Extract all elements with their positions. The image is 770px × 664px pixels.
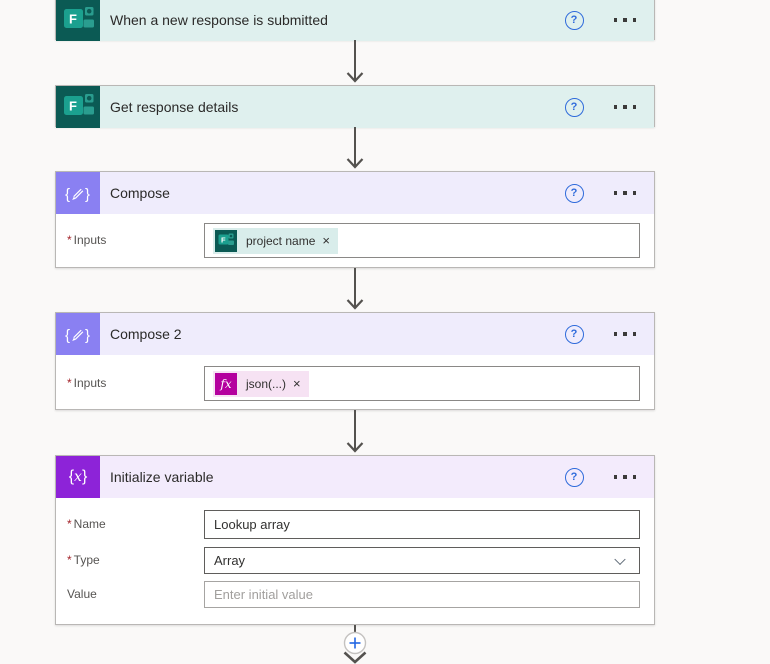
help-icon[interactable]: ? <box>564 97 584 117</box>
more-options-icon[interactable] <box>612 14 639 26</box>
svg-text:{: { <box>65 327 70 344</box>
fx-expression-icon: fx <box>215 372 237 395</box>
card-header[interactable]: F When a new response is submitted ? <box>56 0 654 41</box>
connector-arrow <box>346 40 364 83</box>
card-header[interactable]: { } Compose 2 ? <box>56 313 654 355</box>
help-icon[interactable]: ? <box>564 324 584 344</box>
inputs-field[interactable]: F project name × <box>204 223 640 258</box>
svg-text:{: { <box>65 186 70 203</box>
card-header[interactable]: { } Compose ? <box>56 172 654 214</box>
token-remove-icon[interactable]: × <box>293 376 301 391</box>
insert-step-connector <box>343 625 367 664</box>
card-when-a-new-response-is-submitted: F When a new response is submitted ? <box>55 0 655 41</box>
svg-text:}: } <box>85 186 90 203</box>
card-title: Compose <box>110 185 170 201</box>
help-icon[interactable]: ? <box>564 467 584 487</box>
chevron-down-icon <box>614 553 626 565</box>
field-label: *Name <box>67 517 106 531</box>
field-label: *Type <box>67 553 100 567</box>
variable-value-input[interactable] <box>204 581 640 608</box>
dynamic-content-token[interactable]: F project name × <box>213 227 338 254</box>
card-compose: { } Compose ? *Inputs <box>55 171 655 268</box>
card-title: When a new response is submitted <box>110 12 328 28</box>
svg-text:F: F <box>69 99 77 114</box>
field-label: *Inputs <box>67 233 107 247</box>
card-title: Get response details <box>110 99 239 115</box>
help-icon[interactable]: ? <box>564 10 584 30</box>
inputs-field[interactable]: fx json(...) × <box>204 366 640 401</box>
token-label: json(...) <box>246 376 287 391</box>
more-options-icon[interactable] <box>612 328 639 340</box>
card-header[interactable]: {x} Initialize variable ? <box>56 456 654 498</box>
svg-text:F: F <box>69 12 77 27</box>
svg-text:F: F <box>221 235 226 244</box>
card-initialize-variable: {x} Initialize variable ? *Name *Type Ar… <box>55 455 655 625</box>
more-options-icon[interactable] <box>612 471 639 483</box>
connector-arrow <box>346 410 364 453</box>
ms-forms-icon: F <box>56 86 100 128</box>
initialize-variable-icon: {x} <box>56 456 100 498</box>
connector-arrow <box>346 268 364 310</box>
token-label: project name <box>246 233 316 248</box>
help-icon[interactable]: ? <box>564 183 584 203</box>
field-label: *Inputs <box>67 376 107 390</box>
variable-name-input[interactable] <box>204 510 640 539</box>
card-get-response-details: F Get response details ? <box>55 85 655 128</box>
selected-type: Array <box>214 553 246 568</box>
ms-forms-icon: F <box>215 229 237 252</box>
card-title: Initialize variable <box>110 469 214 485</box>
more-options-icon[interactable] <box>612 187 639 199</box>
more-options-icon[interactable] <box>612 101 639 113</box>
expression-token[interactable]: fx json(...) × <box>213 370 309 397</box>
card-header[interactable]: F Get response details ? <box>56 86 654 128</box>
ms-forms-icon: F <box>56 0 100 41</box>
field-label: Value <box>67 587 97 601</box>
compose-icon: { } <box>56 313 100 355</box>
svg-text:}: } <box>85 327 90 344</box>
card-title: Compose 2 <box>110 326 182 342</box>
variable-type-select[interactable]: Array <box>204 547 640 574</box>
compose-icon: { } <box>56 172 100 214</box>
card-compose-2: { } Compose 2 ? *Inputs fx json(...) × <box>55 312 655 410</box>
connector-arrow <box>346 127 364 169</box>
token-remove-icon[interactable]: × <box>322 233 330 248</box>
